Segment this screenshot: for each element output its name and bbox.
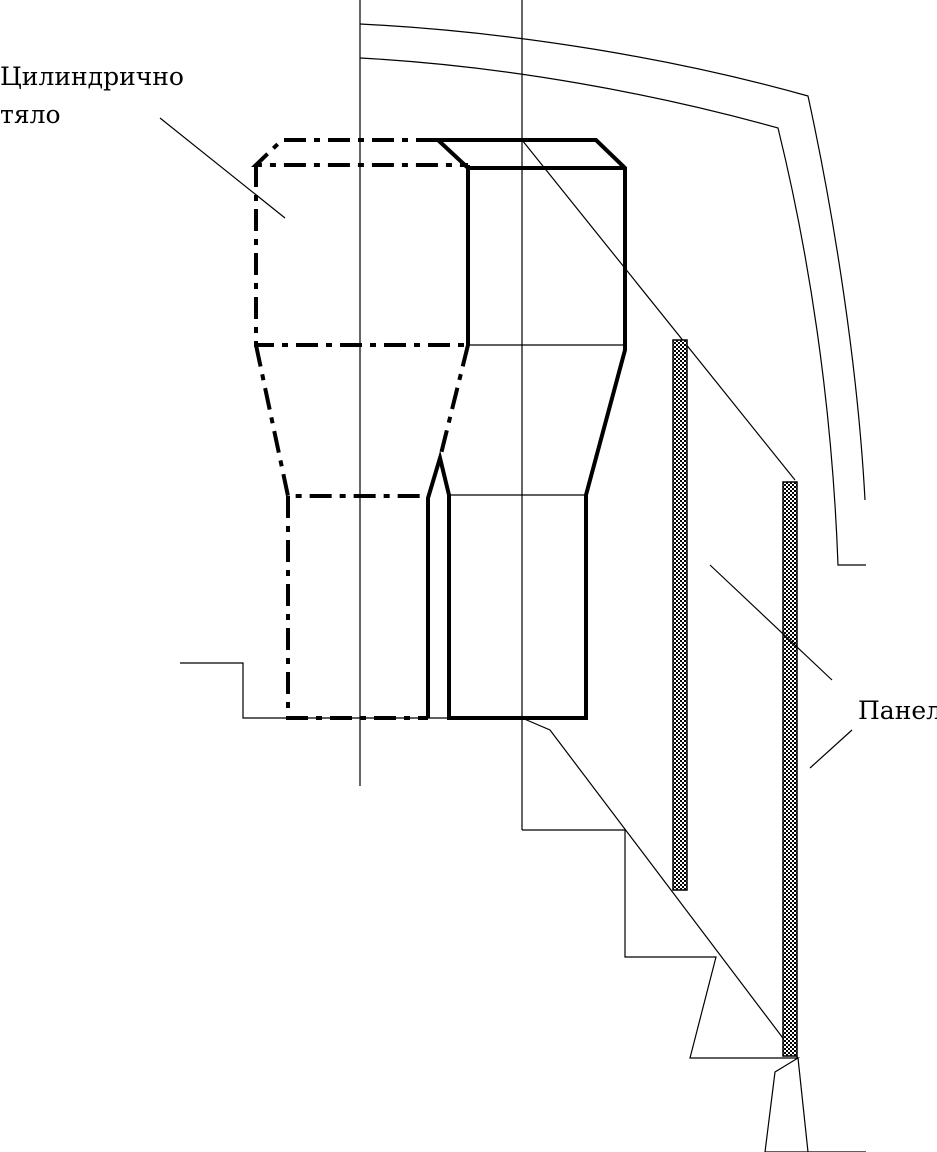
panel-left xyxy=(672,339,688,891)
cylinder-body-solid xyxy=(426,138,627,720)
panel-right xyxy=(782,481,798,1057)
cylinder-label-line1: Цилиндрично xyxy=(0,62,184,91)
step-profile-left xyxy=(180,662,449,719)
leader-line-panel-upper xyxy=(709,564,833,681)
cylinder-body-dashed xyxy=(251,138,470,720)
diagonal-guide-line xyxy=(521,139,796,481)
cylinder-body-taper-left xyxy=(438,344,470,459)
step-profile-stairs xyxy=(522,829,866,1152)
cylinder-label-line2: тяло xyxy=(0,100,61,129)
leader-line-cylinder xyxy=(159,117,286,219)
leader-line-panel-lower xyxy=(809,729,853,769)
panel-label: Панел xyxy=(858,696,937,725)
step-profile-right xyxy=(521,717,809,1152)
outer-arc-wall xyxy=(359,23,866,501)
inner-arc-wall xyxy=(359,57,866,566)
